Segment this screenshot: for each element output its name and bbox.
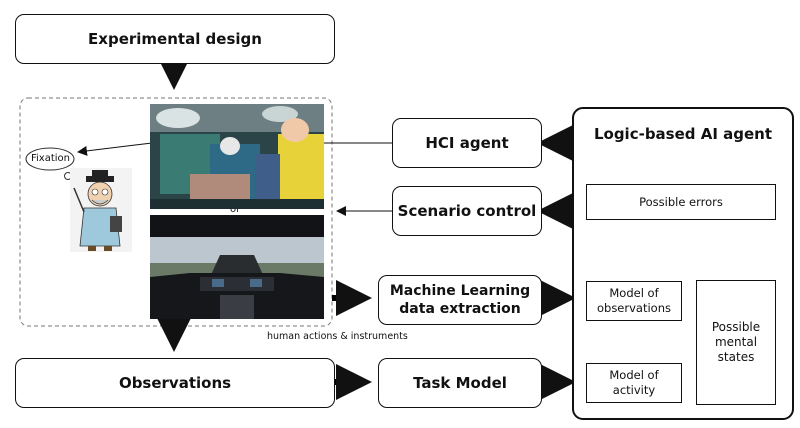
ml-extraction-line2: data extraction bbox=[399, 301, 521, 317]
ml-extraction-line1: Machine Learning bbox=[389, 283, 531, 299]
possible-errors-box: Possible errors bbox=[586, 184, 776, 220]
model-of-activity-box: Model of activity bbox=[586, 363, 682, 403]
scenario-control-box: Scenario control bbox=[392, 186, 542, 236]
possible-mental-states-box: Possible mental states bbox=[696, 280, 776, 405]
model-act-line1: Model of bbox=[609, 368, 659, 382]
model-obs-line1: Model of bbox=[609, 286, 659, 300]
logic-agent-title: Logic-based AI agent bbox=[593, 125, 773, 143]
model-of-observations-box: Model of observations bbox=[586, 281, 682, 321]
mental-line2: mental bbox=[714, 335, 758, 349]
model-obs-line2: observations bbox=[596, 301, 671, 315]
mental-line1: Possible bbox=[711, 320, 761, 334]
teacher-cartoon-image bbox=[70, 168, 132, 252]
arrow-photo-to-fixation bbox=[77, 142, 153, 156]
fixation-label: Fixation bbox=[31, 153, 71, 164]
mental-line3: states bbox=[717, 350, 755, 364]
ml-extraction-box: Machine Learning data extraction bbox=[378, 275, 542, 325]
task-model-box: Task Model bbox=[378, 358, 542, 408]
experimental-design-box: Experimental design bbox=[15, 14, 335, 64]
surgery-photo bbox=[150, 104, 324, 209]
human-actions-label: human actions & instruments bbox=[267, 331, 408, 342]
observations-box: Observations bbox=[15, 358, 335, 408]
model-act-line2: activity bbox=[612, 383, 656, 397]
cockpit-photo bbox=[150, 215, 324, 319]
hci-agent-box: HCI agent bbox=[392, 118, 542, 168]
or-label: or bbox=[230, 204, 241, 215]
